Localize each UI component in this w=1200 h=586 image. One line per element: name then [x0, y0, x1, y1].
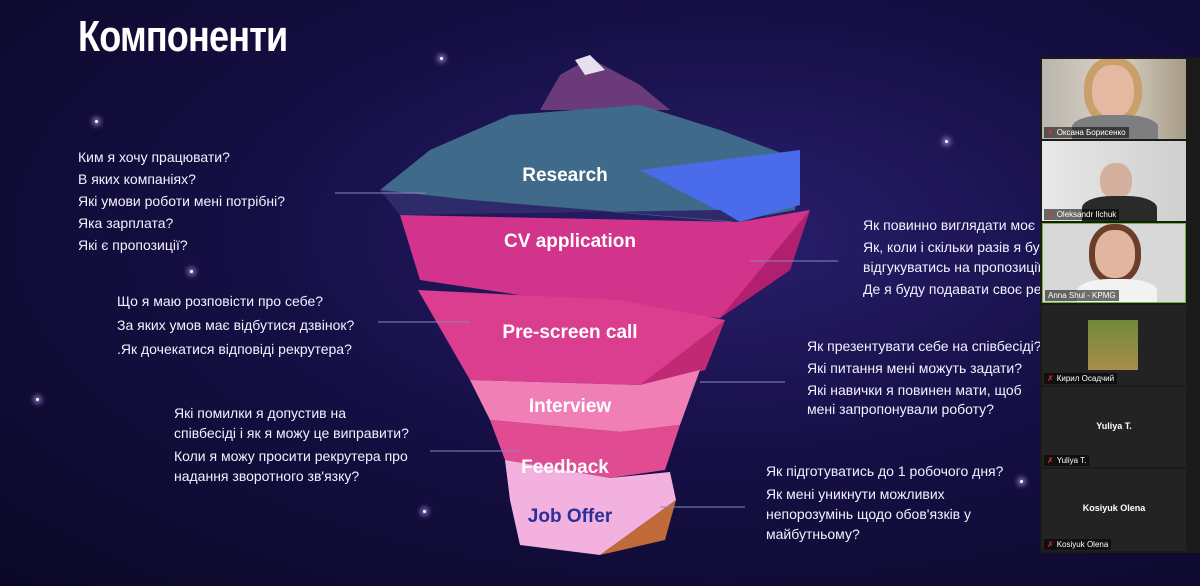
mic-muted-icon: ✗: [1047, 210, 1054, 219]
star: [190, 270, 193, 273]
participant-video: [1095, 230, 1135, 278]
question: За яких умов має відбутися дзвінок?: [117, 317, 355, 333]
mic-muted-icon: ✗: [1047, 456, 1054, 465]
participant-name-text: Kosiyuk Olena: [1056, 540, 1109, 549]
participant-display-name: Kosiyuk Olena: [1082, 503, 1146, 514]
feedback-questions: Які помилки я допустив на співбесіді і я…: [174, 403, 409, 486]
star: [36, 398, 39, 401]
question: Коли я можу просити рекрутера про: [174, 448, 408, 464]
offer-questions: Як підготуватись до 1 робочого дня? Як м…: [766, 461, 1003, 544]
question: майбутньому?: [766, 526, 860, 542]
question: відгукуватись на пропозиції: [863, 259, 1042, 275]
star: [423, 510, 426, 513]
star: [95, 120, 98, 123]
mic-muted-icon: ✗: [1047, 374, 1054, 383]
cv-questions: Як повинно виглядати моє Як, коли і скіл…: [863, 214, 1042, 300]
participant-video: [1100, 163, 1132, 199]
question: Які є пропозиції?: [78, 237, 188, 253]
layer-feedback: Feedback: [521, 457, 609, 478]
participant-name: Anna Shul - KPMG: [1045, 290, 1119, 301]
participant-display-name: Yuliya T.: [1096, 420, 1132, 431]
participant-avatar: [1088, 320, 1138, 370]
participant-name: ✗Oleksandr Ilchuk: [1044, 209, 1120, 220]
participants-panel: ✗Оксана Борисенко ✗Oleksandr Ilchuk Anna…: [1040, 57, 1200, 553]
prescreen-questions: Що я маю розповісти про себе? За яких ум…: [117, 289, 354, 361]
participant-video: [1092, 65, 1134, 117]
question: Як повинно виглядати моє: [863, 217, 1036, 233]
question: .Як дочекатися відповіді рекрутера?: [117, 341, 352, 357]
question: Як, коли і скільки разів я бу: [863, 239, 1040, 255]
interview-questions: Як презентувати себе на співбесіді? Які …: [807, 335, 1042, 420]
layer-research: Research: [522, 165, 608, 186]
question: Які помилки я допустив на: [174, 405, 346, 421]
participant-name: ✗Кирил Осадчий: [1044, 373, 1118, 384]
question: Що я маю розповісти про себе?: [117, 293, 324, 309]
mic-muted-icon: ✗: [1047, 128, 1054, 137]
participant-name: ✗Yuliya T.: [1044, 455, 1090, 466]
star: [440, 57, 443, 60]
star: [1020, 480, 1023, 483]
question: Ким я хочу працювати?: [78, 149, 230, 165]
layer-pre-screen-call: Pre-screen call: [502, 322, 638, 343]
participant-name: ✗Оксана Борисенко: [1044, 127, 1129, 138]
question: Як підготуватись до 1 робочого дня?: [766, 463, 1004, 479]
star: [945, 140, 948, 143]
question: непорозумінь щодо обов'язків у: [766, 506, 972, 522]
question: Яка зарплата?: [78, 215, 174, 231]
layer-job-offer: Job Offer: [527, 506, 613, 527]
iceberg-graphic: [335, 55, 838, 555]
participant-name-text: Oleksandr Ilchuk: [1056, 210, 1117, 219]
participant-tile[interactable]: Yuliya T. ✗Yuliya T.: [1042, 387, 1186, 467]
participant-tile[interactable]: ✗Оксана Борисенко: [1042, 59, 1186, 139]
question: співбесіді і як я можу це виправити?: [174, 425, 409, 441]
participant-tile-active-speaker[interactable]: Anna Shul - KPMG: [1042, 223, 1186, 303]
participant-name: ✗Kosiyuk Olena: [1044, 539, 1112, 550]
mic-muted-icon: ✗: [1047, 540, 1054, 549]
participant-name-text: Оксана Борисенко: [1056, 128, 1126, 137]
participant-name-text: Anna Shul - KPMG: [1048, 291, 1116, 300]
question: Як мені уникнути можливих: [766, 486, 945, 502]
participant-name-text: Yuliya T.: [1056, 456, 1087, 465]
layer-cv-application: CV application: [504, 231, 636, 252]
question: Які умови роботи мені потрібні?: [78, 193, 285, 209]
question: Які навички я повинен мати, щоб: [807, 382, 1022, 398]
question: мені запропонували роботу?: [807, 401, 994, 417]
question: надання зворотного зв'язку?: [174, 468, 360, 484]
participant-tile[interactable]: ✗Кирил Осадчий: [1042, 305, 1186, 385]
question: Де я буду подавати своє ре: [863, 281, 1042, 297]
participant-tile[interactable]: Kosiyuk Olena ✗Kosiyuk Olena: [1042, 469, 1186, 551]
question: В яких компаніях?: [78, 171, 196, 187]
question: Які питання мені можуть задати?: [807, 360, 1022, 376]
participant-name-text: Кирил Осадчий: [1056, 374, 1115, 383]
layer-interview: Interview: [528, 396, 612, 417]
slide-title: Компоненти: [78, 12, 288, 61]
research-questions: Ким я хочу працювати? В яких компаніях? …: [78, 146, 285, 256]
question: Як презентувати себе на співбесіді?: [807, 338, 1042, 354]
participant-tile[interactable]: ✗Oleksandr Ilchuk: [1042, 141, 1186, 221]
